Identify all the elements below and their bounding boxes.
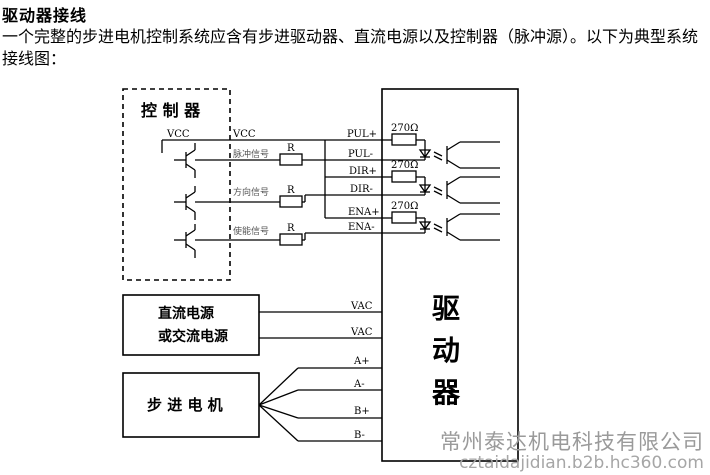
resistor-label-pulse: R (287, 143, 295, 154)
vac-label-2: VAC (350, 327, 373, 338)
vcc-label-left: VCC (166, 129, 190, 140)
pulse-transistor (174, 143, 196, 178)
pulse-optocoupler (382, 133, 500, 169)
driver-resistor-direction: 270Ω (391, 160, 418, 171)
ena-plus-label: ENA+ (348, 207, 380, 218)
dir-plus-label: DIR+ (349, 166, 377, 177)
controller-box (122, 88, 231, 281)
motor-phase-lines (258, 367, 382, 442)
enable-optocoupler (382, 211, 500, 241)
watermark-url: cztaidajidian.b2b.hc360.com (459, 453, 704, 473)
pulse-signal-label: 脉冲信号 (233, 148, 269, 160)
direction-transistor (174, 186, 196, 220)
driver-label-char-2: 动 (432, 334, 460, 367)
ena-minus-label: ENA- (348, 222, 375, 233)
controller-title: 控 制 器 (141, 101, 201, 120)
resistor-label-direction: R (287, 185, 295, 196)
dir-minus-label: DIR- (350, 184, 373, 195)
direction-signal-label: 方向信号 (233, 186, 269, 198)
enable-transistor (174, 224, 196, 258)
page-heading: 驱动器接线 (2, 6, 88, 25)
motor-label: 步 进 电 机 (147, 396, 223, 414)
power-label-line-1: 直流电源 (158, 305, 214, 322)
phase-b-minus-label: B- (354, 430, 365, 441)
direction-optocoupler (382, 170, 500, 204)
phase-b-plus-label: B+ (354, 406, 370, 417)
pulse-signal-line (195, 153, 382, 166)
driver-resistor-pulse: 270Ω (391, 123, 418, 134)
resistor-label-enable: R (287, 223, 295, 234)
enable-signal-label: 使能信号 (233, 225, 269, 237)
pul-plus-label: PUL+ (347, 129, 377, 140)
driver-label-char-1: 驱 (432, 292, 460, 325)
vcc-label-right: VCC (232, 129, 256, 140)
pul-minus-label: PUL- (348, 149, 373, 160)
power-label-line-2: 或交流电源 (158, 328, 228, 345)
driver-resistor-enable: 270Ω (391, 201, 418, 212)
vac-label-1: VAC (350, 301, 373, 312)
watermark-company: 常州泰达机电科技有限公司 (440, 430, 704, 454)
intro-paragraph: 一个完整的步进电机控制系统应含有步进驱动器、直流电源以及控制器（脉冲源）。以下为… (2, 27, 699, 68)
driver-box (381, 88, 519, 462)
phase-a-plus-label: A+ (353, 356, 370, 367)
phase-a-minus-label: A- (353, 379, 365, 390)
direction-signal-line (195, 194, 382, 208)
driver-label-char-3: 器 (431, 376, 461, 409)
enable-signal-line (195, 232, 382, 246)
power-supply-box (122, 294, 260, 356)
